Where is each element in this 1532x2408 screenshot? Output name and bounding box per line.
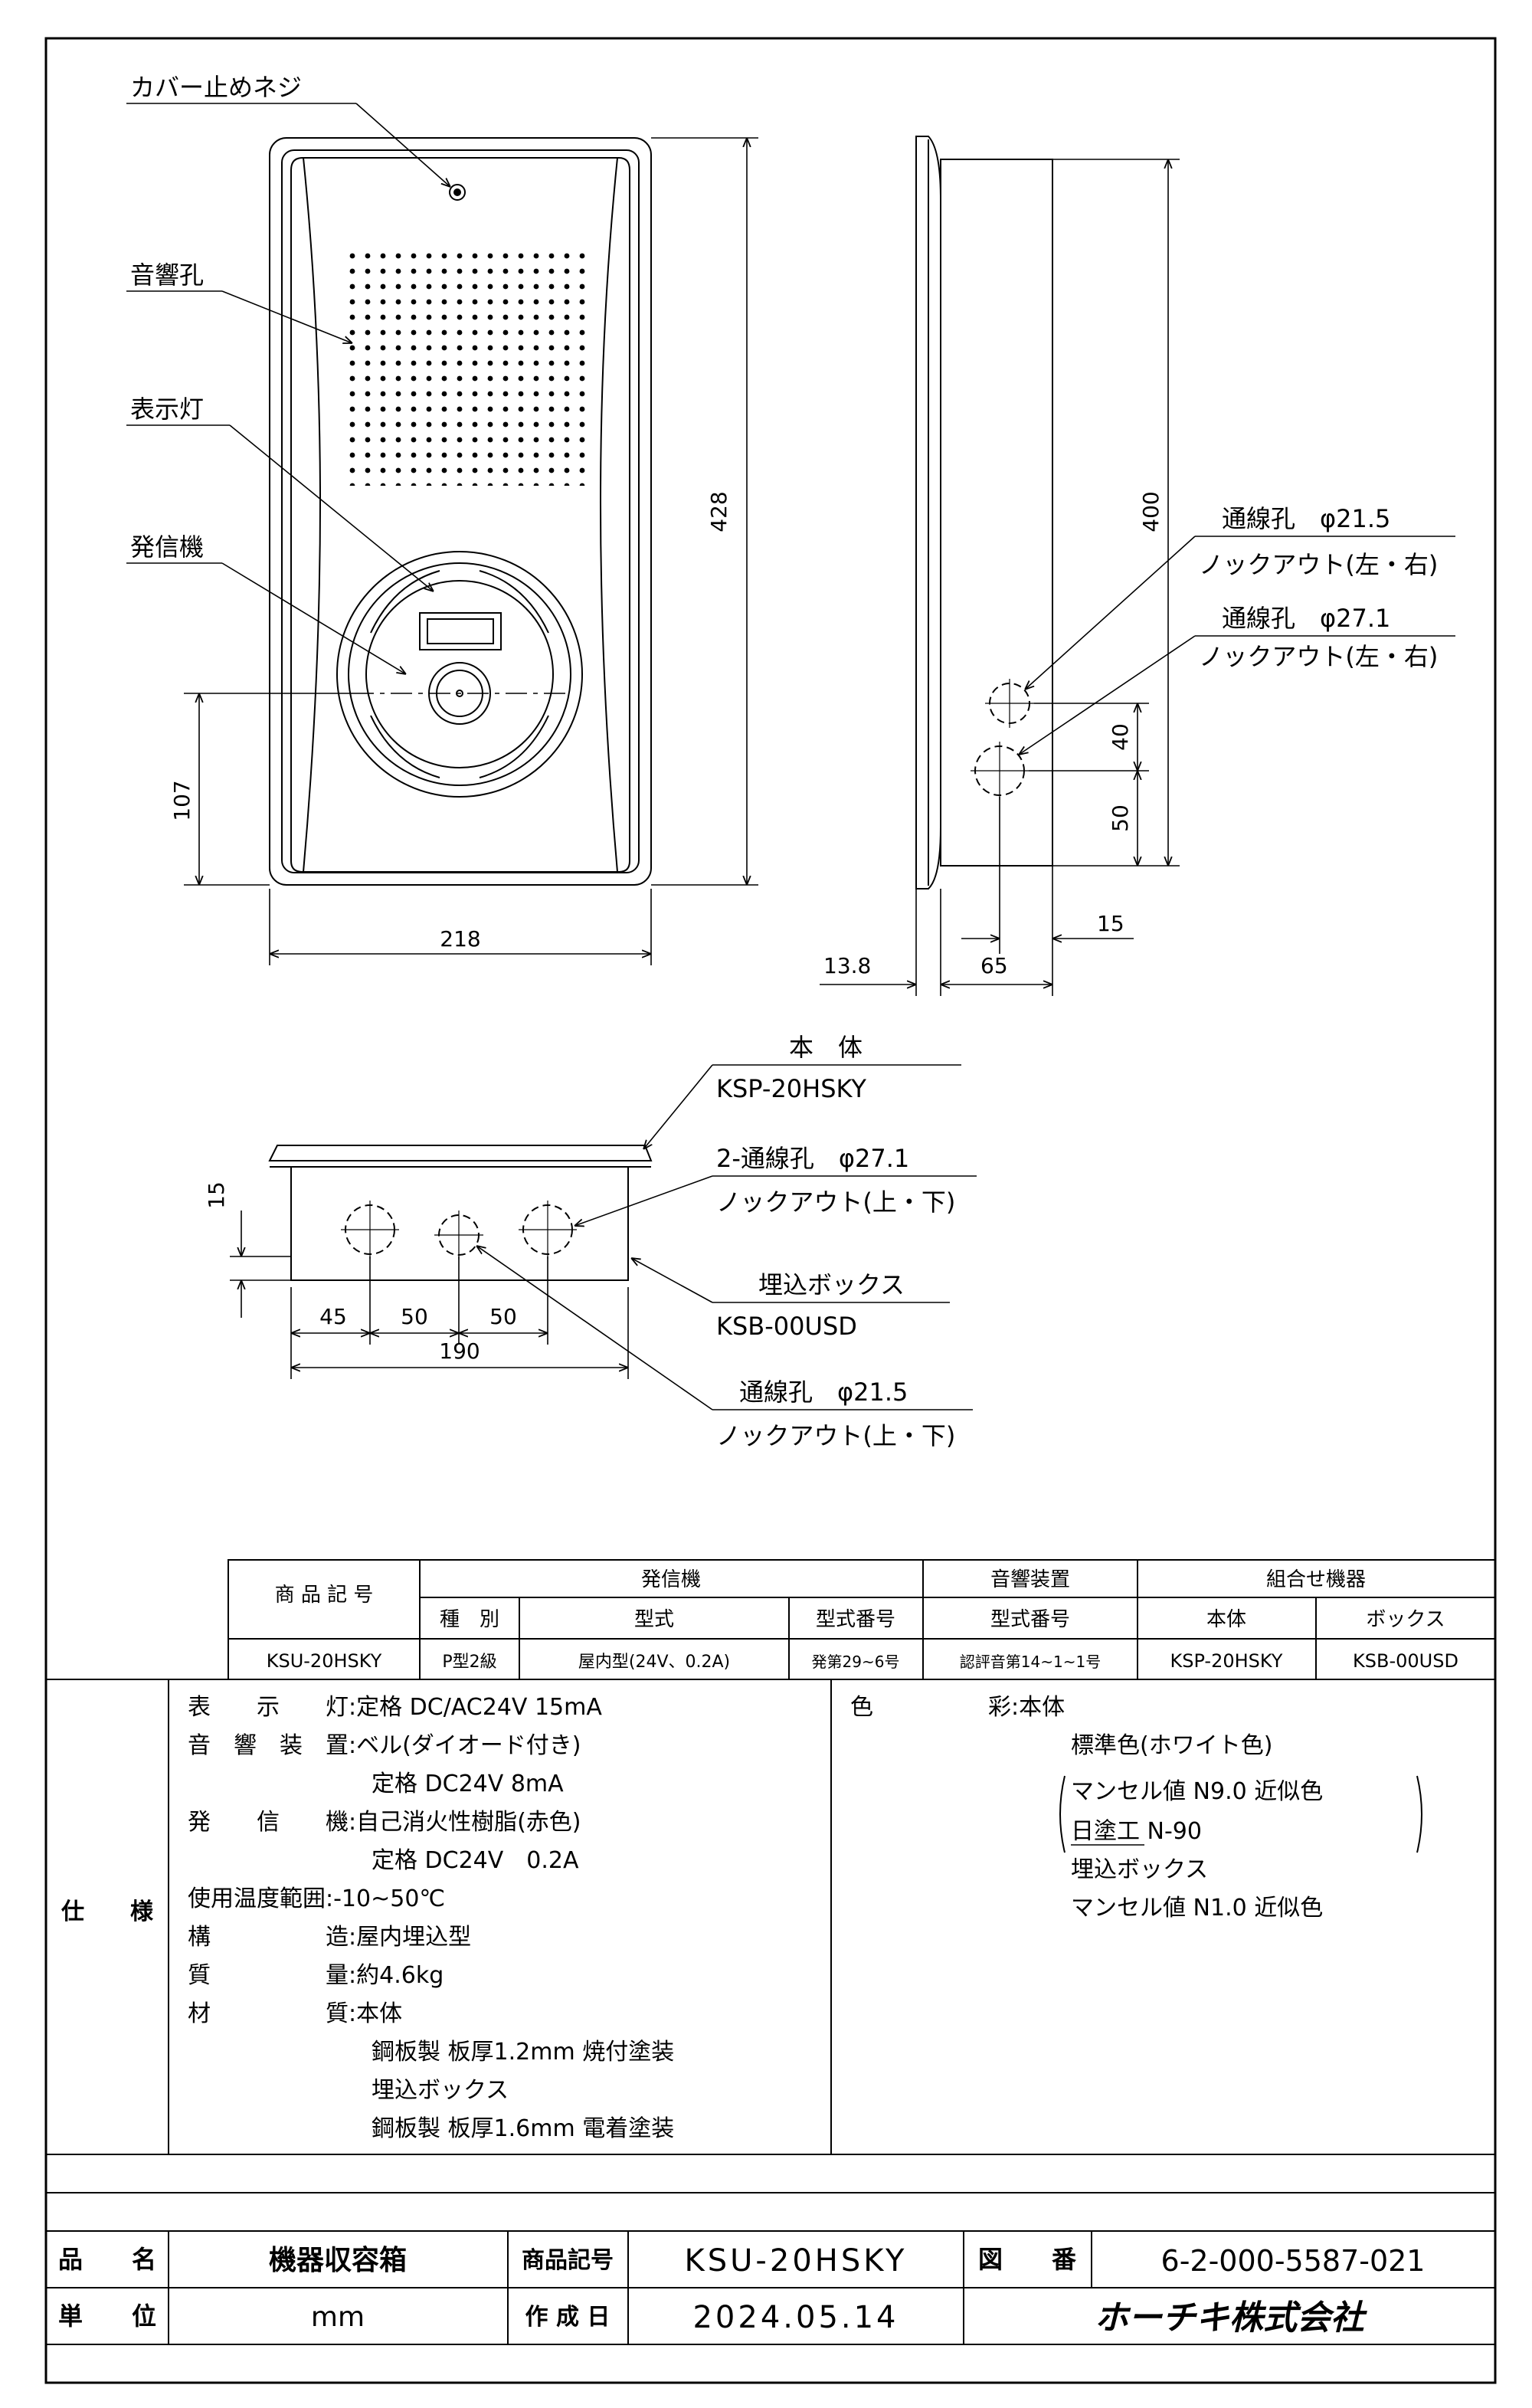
label-body-title: 本 体	[789, 1033, 863, 1062]
dim-400: 400	[1138, 491, 1164, 532]
spec-left-lines: 表 示 灯:定格 DC/AC24V 15mA 音 響 装 置:ベル(ダイオード付…	[188, 1694, 674, 2142]
label-body-model: KSP-20HSKY	[716, 1074, 866, 1103]
label-side-hole2-l1: 通線孔 φ27.1	[1222, 604, 1390, 633]
dim-190: 190	[439, 1338, 480, 1364]
front-leaders	[126, 103, 450, 674]
spec-line: 鋼板製 板厚1.2mm 焼付塗装	[188, 2039, 674, 2066]
tb-code-value: KSU-20HSKY	[685, 2243, 908, 2279]
label-hole-l2: ノックアウト(上・下)	[716, 1421, 955, 1450]
th-type: 型式	[634, 1608, 674, 1631]
th-transmitter: 発信機	[641, 1568, 701, 1591]
th-body: 本体	[1206, 1608, 1246, 1631]
label-side-hole1-l1: 通線孔 φ21.5	[1222, 504, 1390, 533]
label-box-model: KSB-00USD	[716, 1312, 857, 1341]
th-box: ボックス	[1366, 1608, 1445, 1631]
label-cover-screw: カバー止めネジ	[130, 73, 302, 102]
th-product-code: 商 品 記 号	[275, 1584, 374, 1607]
bottom-view	[268, 1145, 653, 1281]
th-type-no: 型式番号	[816, 1608, 895, 1631]
label-transmitter: 発信機	[130, 532, 204, 562]
spec-frame	[46, 1679, 1495, 2193]
dim-50-a: 50	[401, 1304, 428, 1329]
dim-40: 40	[1108, 723, 1133, 751]
side-view	[915, 136, 1053, 889]
dim-50: 50	[1108, 804, 1133, 832]
th-sound-device: 音響装置	[990, 1568, 1070, 1591]
spec-color-line: 日塗工 N-90	[1071, 1818, 1202, 1845]
spec-line: 音 響 装 置:ベル(ダイオード付き)	[188, 1732, 581, 1759]
front-dimensions	[184, 137, 758, 965]
label-sound-hole: 音響孔	[130, 260, 204, 290]
spec-color-label: 色 彩:本体	[850, 1694, 1065, 1721]
tb-name-value: 機器収容箱	[269, 2245, 407, 2276]
bottom-leaders	[476, 1064, 977, 1410]
spec-line: 質 量:約4.6kg	[188, 1962, 444, 1989]
td-product-code: KSU-20HSKY	[267, 1650, 382, 1672]
label-holes2-l1: 2-通線孔 φ27.1	[716, 1144, 909, 1173]
dim-107: 107	[169, 780, 195, 821]
dim-13.8: 13.8	[823, 953, 871, 978]
tb-unit-label: 単 位	[58, 2302, 156, 2331]
sound-hole-grid	[349, 253, 585, 486]
spec-line: 鋼板製 板厚1.6mm 電着塗装	[188, 2115, 674, 2142]
label-side-hole1-l2: ノックアウト(左・右)	[1199, 550, 1438, 579]
td-sound-type-no: 認評音第14~1~1号	[960, 1653, 1101, 1671]
spec-line: 表 示 灯:定格 DC/AC24V 15mA	[188, 1694, 602, 1721]
dim-15-bottom: 15	[204, 1181, 229, 1209]
spec-line: 材 質:本体	[188, 2000, 402, 2027]
tb-date-value: 2024.05.14	[692, 2300, 899, 2335]
td-box: KSB-00USD	[1353, 1650, 1458, 1672]
spec-title: 仕 様	[61, 1899, 154, 1925]
company-logo: ホーチキ株式会社	[1095, 2298, 1367, 2338]
side-leaders	[1019, 536, 1455, 755]
dim-45: 45	[319, 1304, 347, 1329]
dim-65: 65	[980, 953, 1008, 978]
label-holes2-l2: ノックアウト(上・下)	[716, 1188, 955, 1217]
tb-unit-value: mm	[311, 2302, 365, 2333]
td-body: KSP-20HSKY	[1170, 1650, 1283, 1672]
spec-line: 定格 DC24V 0.2A	[188, 1847, 579, 1874]
tb-drawing-no-value: 6-2-000-5587-021	[1161, 2244, 1426, 2278]
spec-line: 埋込ボックス	[188, 2077, 509, 2104]
td-kind: P型2級	[442, 1653, 496, 1672]
tb-name-label: 品 名	[58, 2245, 156, 2274]
dim-428: 428	[706, 491, 732, 532]
spec-color-line: 標準色(ホワイト色)	[1071, 1732, 1272, 1759]
tb-date-label: 作 成 日	[525, 2304, 611, 2331]
label-hole-l1: 通線孔 φ21.5	[739, 1378, 908, 1407]
sheet-border	[44, 37, 1497, 2384]
spec-color-line: 埋込ボックス	[1071, 1856, 1208, 1883]
side-dimensions	[820, 159, 1180, 996]
spec-color-line: マンセル値 N9.0 近似色	[1071, 1778, 1323, 1805]
spec-line: 構 造:屋内埋込型	[188, 1924, 471, 1951]
td-type-no: 発第29~6号	[812, 1653, 900, 1671]
th-sound-type-no: 型式番号	[990, 1608, 1070, 1631]
label-indicator: 表示灯	[130, 395, 204, 424]
dim-218: 218	[440, 926, 480, 952]
label-side-hole2-l2: ノックアウト(左・右)	[1199, 642, 1438, 671]
tb-drawing-no-label: 図 番	[978, 2245, 1077, 2274]
bottom-dimensions	[230, 1211, 629, 1379]
dim-50-b: 50	[489, 1304, 517, 1329]
th-kind: 種 別	[440, 1608, 499, 1631]
label-box-title: 埋込ボックス	[758, 1270, 905, 1299]
tb-code-label: 商品記号	[522, 2247, 614, 2274]
spec-line: 定格 DC24V 8mA	[188, 1771, 564, 1797]
dim-15-side: 15	[1097, 911, 1124, 936]
spec-line: 発 信 機:自己消火性樹脂(赤色)	[188, 1809, 581, 1836]
title-block	[46, 2230, 1495, 2345]
spec-line: 使用温度範囲:-10~50℃	[188, 1885, 445, 1912]
spec-color-line: マンセル値 N1.0 近似色	[1071, 1895, 1323, 1921]
front-view	[269, 137, 652, 886]
th-combination: 組合せ機器	[1266, 1568, 1366, 1591]
td-type: 屋内型(24V、0.2A)	[578, 1653, 730, 1672]
